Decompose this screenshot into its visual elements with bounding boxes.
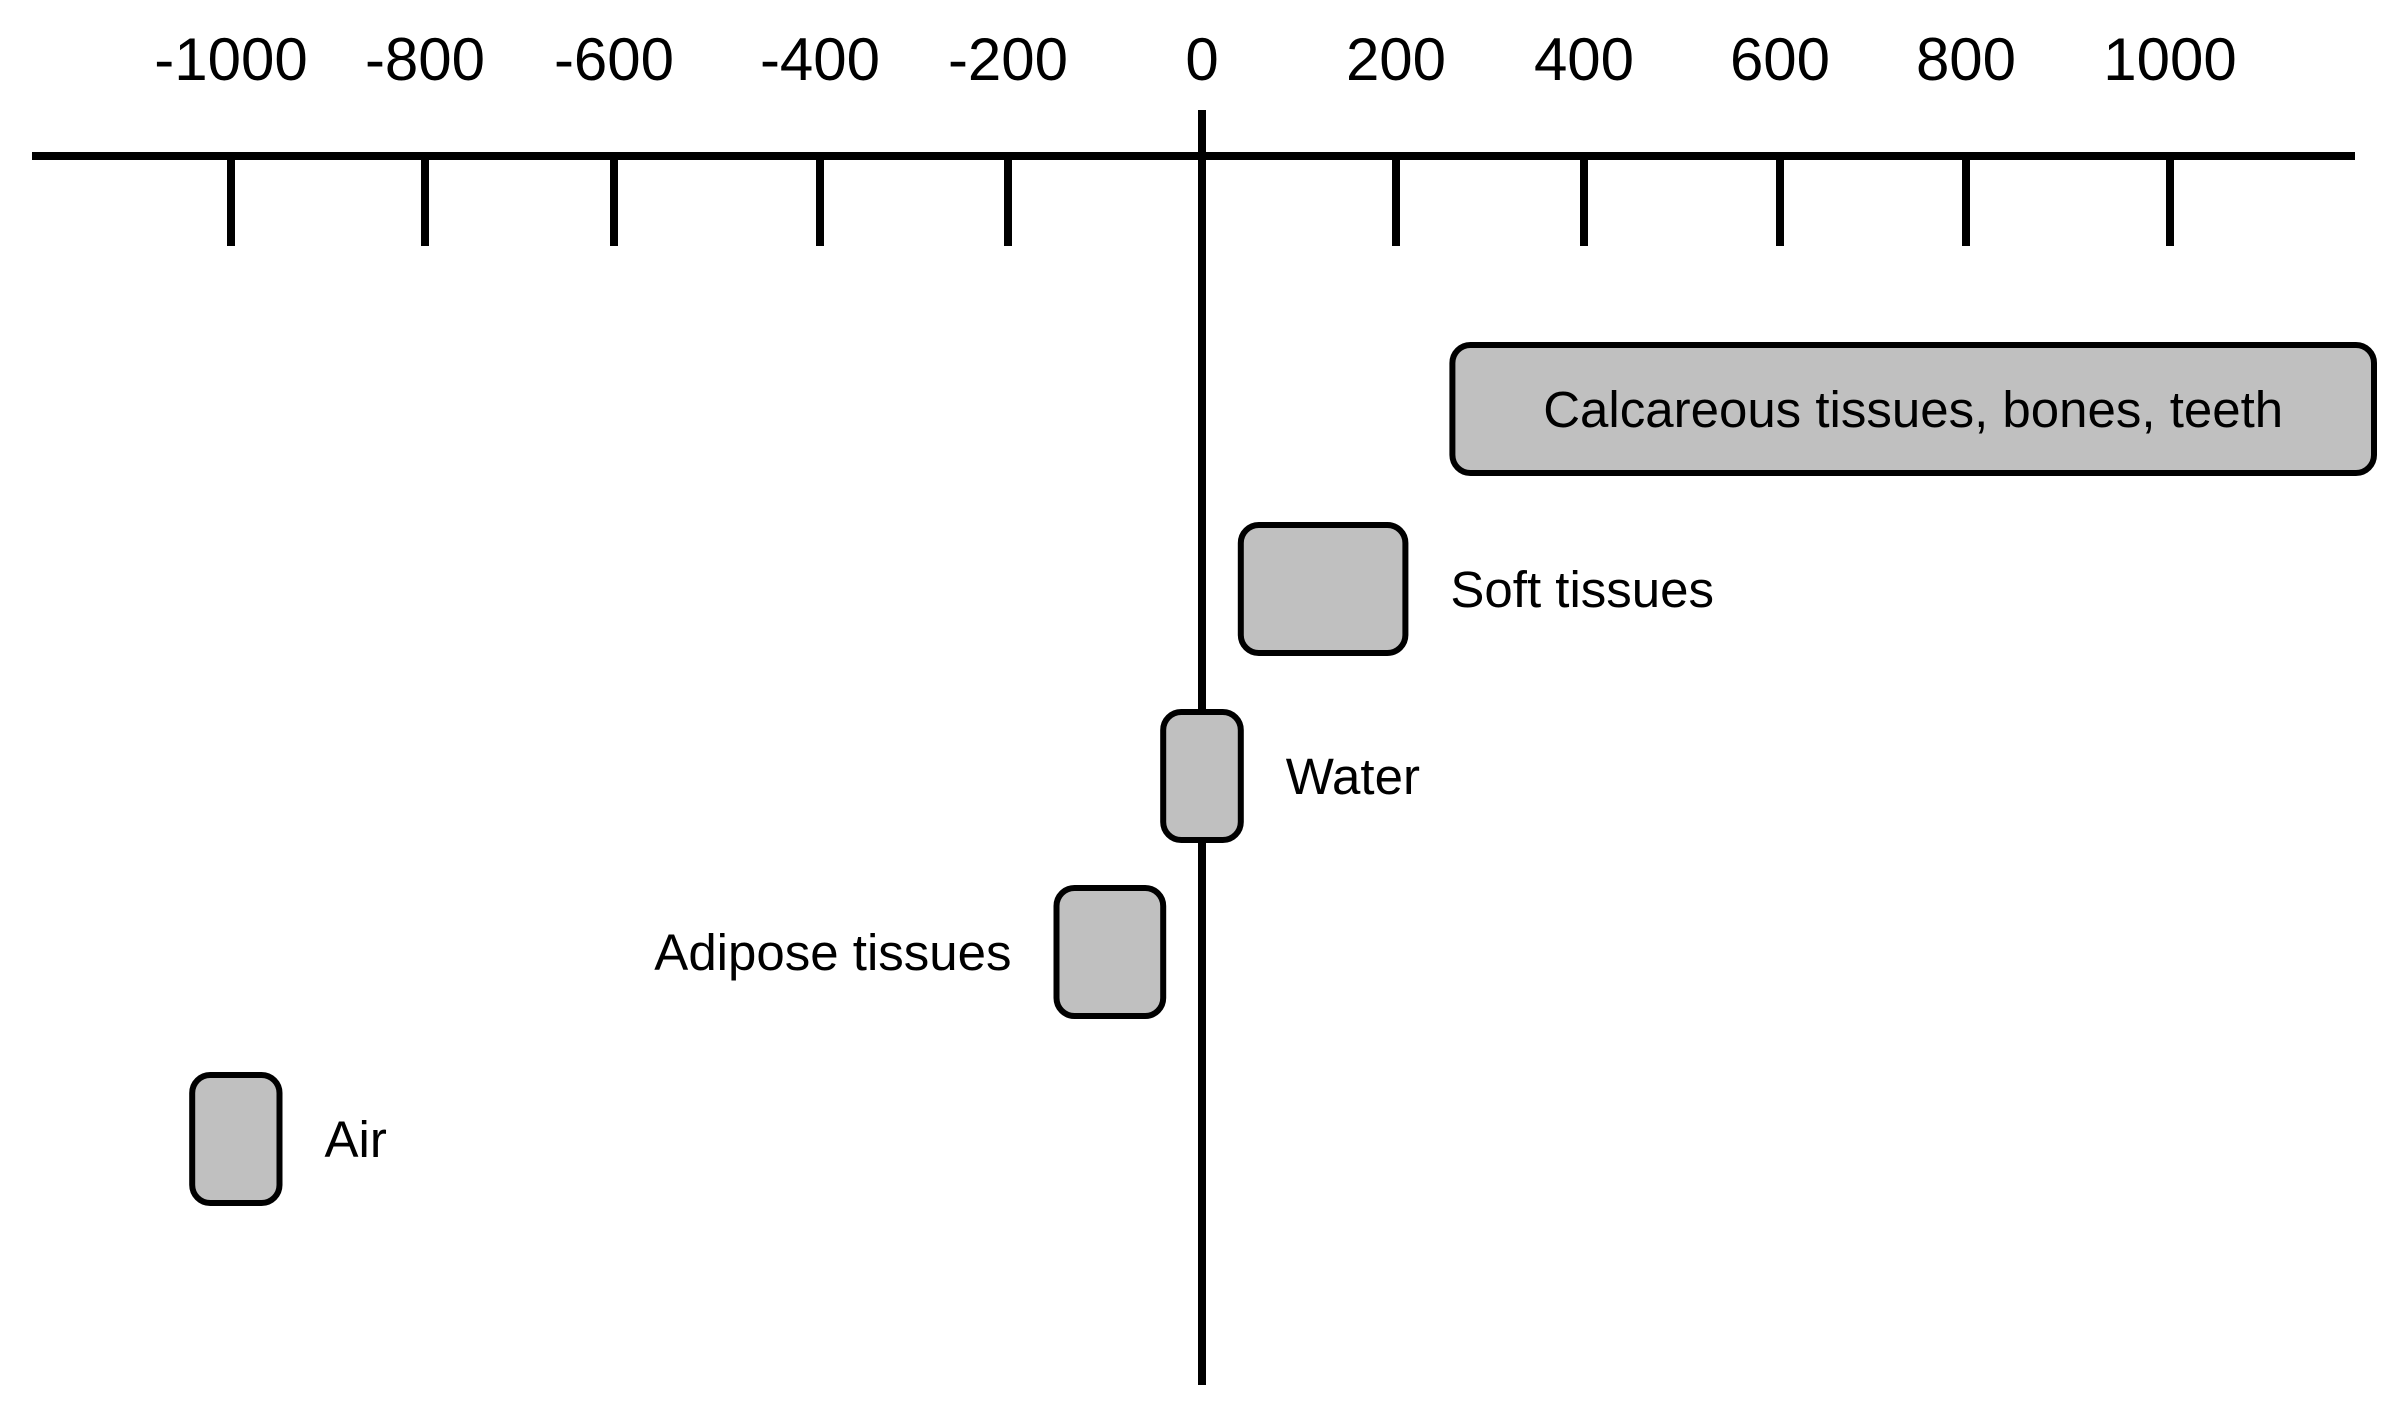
x-tick-label: -200 — [948, 26, 1068, 93]
range-label: Calcareous tissues, bones, teeth — [1543, 381, 2283, 438]
range-box — [189, 1072, 283, 1206]
x-tick-label: 1000 — [2103, 26, 2236, 93]
range-water: Water — [1160, 709, 1420, 843]
axis-layer: -1000 -800 -600 -400 -200 0 200 400 600 800 1000 — [32, 26, 2355, 1385]
range-air: Air — [189, 1072, 387, 1206]
range-adipose-tissues: Adipose tissues — [654, 885, 1167, 1019]
range-soft-tissues: Soft tissues — [1237, 522, 1714, 656]
range-box — [1237, 522, 1409, 656]
range-label: Adipose tissues — [654, 924, 1011, 981]
x-tick-label: 800 — [1916, 26, 2016, 93]
x-tick-label: 0 — [1185, 26, 1218, 93]
x-tick-label: -1000 — [154, 26, 307, 93]
range-box — [1160, 709, 1244, 843]
range-box — [1449, 342, 2377, 476]
x-tick-label: 600 — [1730, 26, 1830, 93]
range-label: Soft tissues — [1450, 561, 1714, 618]
x-tick-label: 400 — [1534, 26, 1634, 93]
x-tick-label: -400 — [760, 26, 880, 93]
x-tick-label: -800 — [365, 26, 485, 93]
range-calcareous-tissues-bones-teeth: Calcareous tissues, bones, teeth — [1449, 342, 2377, 476]
range-box — [1053, 885, 1167, 1019]
range-label: Water — [1286, 748, 1420, 805]
x-tick-label: 200 — [1346, 26, 1446, 93]
range-label: Air — [325, 1111, 387, 1168]
x-tick-label: -600 — [554, 26, 674, 93]
